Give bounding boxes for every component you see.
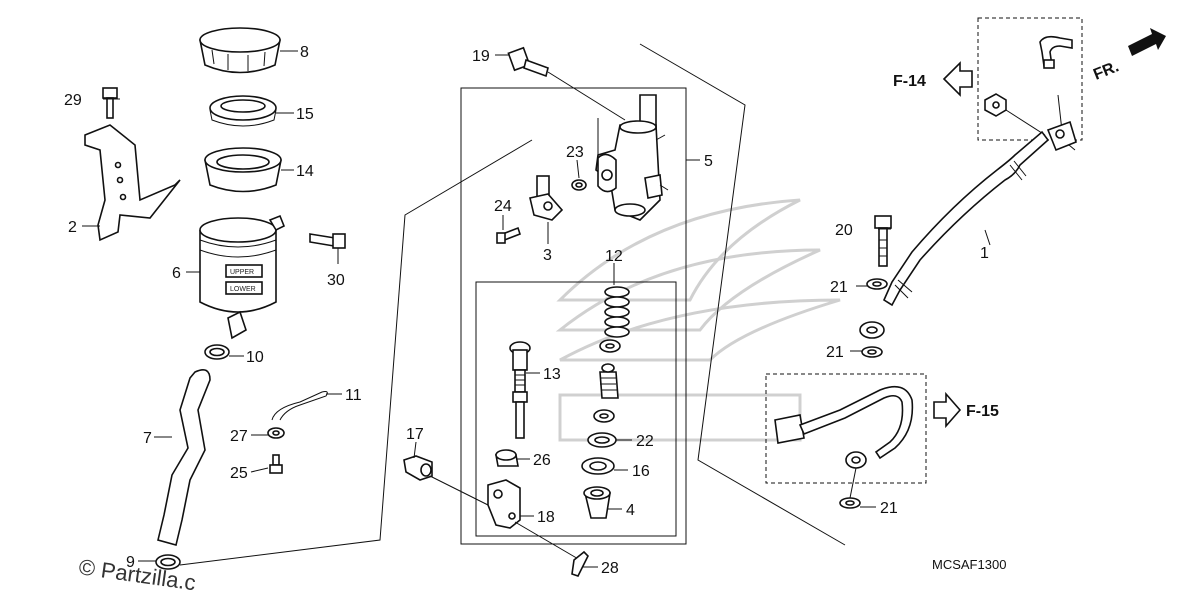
banjo-bolt [507, 46, 549, 78]
upper-mark: UPPER [230, 269, 254, 276]
callout-12: 12 [605, 248, 623, 265]
callout-19: 19 [472, 48, 490, 65]
callout-13: 13 [543, 366, 561, 383]
piston-kit-box [475, 281, 677, 537]
leader-lines [82, 50, 991, 568]
hose-clip-upper [204, 344, 230, 360]
bracket-bolt [102, 87, 118, 119]
boot [581, 457, 615, 475]
front-direction-arrow-icon [1128, 28, 1166, 56]
front-direction-label: FR. [1091, 58, 1121, 83]
callout-30: 30 [327, 272, 345, 289]
pin-path-lines [429, 475, 581, 561]
callout-26: 26 [533, 452, 551, 469]
assembly-connector-line [639, 43, 846, 546]
f14-arrow-icon [942, 61, 973, 97]
f15-reference-box [765, 373, 927, 484]
callout-18: 18 [537, 509, 555, 526]
f14-reference-label: F-14 [893, 73, 926, 90]
master-cylinder-body [595, 94, 663, 221]
callout-20: 20 [835, 222, 853, 239]
hose-bolt [874, 215, 892, 267]
f15-hose [774, 385, 914, 469]
callout-10: 10 [246, 349, 264, 366]
diaphragm [204, 147, 282, 193]
brand-emblem-watermark [555, 198, 841, 442]
washer-21c-line [849, 467, 857, 499]
f14-reference-box [977, 17, 1083, 141]
clevis [487, 479, 521, 529]
callout-21-upper: 21 [830, 279, 848, 296]
lock-nut [495, 449, 519, 467]
f14-nut [984, 93, 1007, 117]
push-rod [509, 341, 531, 439]
washer-27 [267, 427, 285, 439]
callout-27: 27 [230, 428, 248, 445]
callout-22: 22 [636, 433, 654, 450]
callout-1: 1 [980, 245, 989, 262]
callout-29: 29 [64, 92, 82, 109]
callout-11: 11 [345, 387, 362, 404]
callout-7: 7 [143, 430, 152, 447]
reservoir-mount-bolt [309, 233, 346, 249]
sealing-washer-21b [861, 346, 883, 358]
callout-2: 2 [68, 219, 77, 236]
return-spring [604, 286, 630, 338]
sealing-washer-21c [839, 497, 861, 509]
reservoir-tank: UPPER LOWER [199, 214, 286, 340]
f15-arrow-icon [933, 391, 962, 429]
callout-28: 28 [601, 560, 619, 577]
f14-nut-line [1005, 109, 1046, 136]
washer-23 [571, 179, 587, 191]
piston-cup [593, 409, 615, 423]
screw-24 [496, 226, 521, 244]
drawing-code: MCSAF1300 [932, 557, 1006, 572]
joint-boot [583, 486, 611, 519]
bolt-leader-19 [547, 71, 626, 121]
f15-reference-label: F-15 [966, 403, 999, 420]
callout-21-lower: 21 [880, 500, 898, 517]
diaphragm-plate [209, 95, 277, 127]
callout-3: 3 [543, 247, 552, 264]
callout-17: 17 [406, 426, 424, 443]
callout-8: 8 [300, 44, 309, 61]
sealing-washer-21a [866, 278, 888, 290]
reservoir-cap [199, 27, 281, 74]
wire-clip [271, 391, 328, 421]
f14-fitting [1039, 35, 1073, 69]
reservoir-hose [157, 369, 211, 546]
callout-4: 4 [626, 502, 635, 519]
callout-15: 15 [296, 106, 314, 123]
callout-23: 23 [566, 144, 584, 161]
lower-mark: LOWER [230, 286, 256, 293]
joint-pin [403, 455, 433, 481]
callout-6: 6 [172, 265, 181, 282]
hose-clip-lower [155, 554, 181, 570]
hose-banjo-fitting [859, 321, 885, 339]
cotter-pin [571, 550, 589, 577]
piston [599, 363, 619, 399]
callout-14: 14 [296, 163, 314, 180]
body-detail-lines [597, 118, 669, 191]
screw-25 [269, 454, 283, 474]
reservoir-bracket [84, 124, 181, 242]
callout-24: 24 [494, 198, 512, 215]
circlip [587, 432, 617, 448]
hose-joint [529, 175, 564, 221]
callout-9: 9 [126, 554, 135, 571]
brake-hose [882, 120, 1077, 307]
callout-21-middle: 21 [826, 344, 844, 361]
spring-seat [599, 339, 621, 353]
reservoir-connector-line [179, 139, 533, 566]
callout-16: 16 [632, 463, 650, 480]
callout-5: 5 [704, 153, 713, 170]
callout-25: 25 [230, 465, 248, 482]
